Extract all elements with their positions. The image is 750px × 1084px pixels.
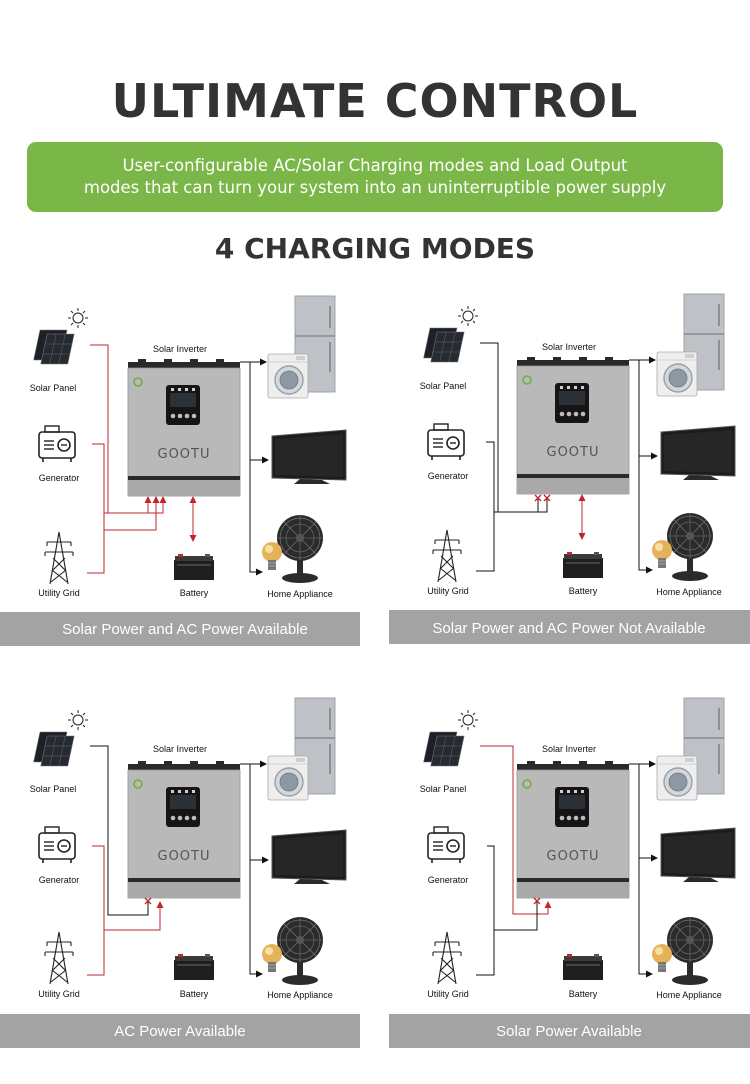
battery-label: Battery: [180, 588, 209, 598]
utility-grid-label: Utility Grid: [427, 989, 469, 999]
television-icon: [271, 829, 347, 885]
washing-machine-icon: [267, 353, 309, 399]
mode-panel-4: Solar Panel Generator Utility Grid Solar…: [389, 697, 750, 1048]
solar-panel-icon: [32, 709, 89, 767]
mode-caption: AC Power Available: [114, 1023, 245, 1040]
battery-icon: [563, 552, 603, 578]
banner-line-2: modes that can turn your system into an …: [83, 178, 667, 197]
inverter-label: Solar Inverter: [153, 344, 207, 354]
inverter-label: Solar Inverter: [153, 744, 207, 754]
television-icon: [271, 429, 347, 485]
solar-panel-label: Solar Panel: [420, 784, 467, 794]
washing-machine-icon: [656, 755, 698, 801]
solar-panel-label: Solar Panel: [30, 383, 77, 393]
mode-panel-2: Solar Panel Generator Utility Grid Solar…: [389, 293, 750, 644]
utility-grid-icon: [44, 931, 74, 985]
mode-caption: Solar Power and AC Power Not Available: [432, 620, 705, 637]
mode-caption-bar: [389, 610, 750, 644]
fan-lamp-icon: [261, 916, 324, 986]
mode-caption-bar: [0, 1014, 360, 1048]
brand-logo: GOOTU: [547, 445, 600, 460]
home-appliance-label: Home Appliance: [656, 990, 722, 1000]
banner-line-1: User-configurable AC/Solar Charging mode…: [122, 156, 628, 175]
inverter-label: Solar Inverter: [542, 342, 596, 352]
solar-panel-label: Solar Panel: [30, 784, 77, 794]
inverter-icon: [127, 358, 241, 497]
brand-logo: GOOTU: [158, 447, 211, 462]
battery-icon: [563, 954, 603, 980]
washing-machine-icon: [267, 755, 309, 801]
solar-panel-icon: [32, 307, 89, 365]
generator-label: Generator: [428, 875, 469, 885]
mode-caption: Solar Power Available: [496, 1023, 642, 1040]
generator-label: Generator: [39, 875, 80, 885]
home-appliance-label: Home Appliance: [267, 990, 333, 1000]
page-title: ULTIMATE CONTROL: [111, 74, 639, 128]
battery-label: Battery: [180, 989, 209, 999]
generator-label: Generator: [428, 471, 469, 481]
battery-icon: [174, 954, 214, 980]
inverter-icon: [127, 760, 241, 899]
mode-caption-bar: [0, 612, 360, 646]
mode-caption-bar: [389, 1014, 750, 1048]
utility-grid-icon: [432, 931, 462, 985]
feature-banner: User-configurable AC/Solar Charging mode…: [27, 142, 723, 212]
utility-grid-label: Utility Grid: [427, 586, 469, 596]
home-appliance-label: Home Appliance: [267, 589, 333, 599]
brand-logo: GOOTU: [547, 849, 600, 864]
inverter-icon: [516, 760, 630, 899]
solar-panel-label: Solar Panel: [420, 381, 467, 391]
washing-machine-icon: [656, 351, 698, 397]
utility-grid-label: Utility Grid: [38, 588, 80, 598]
generator-icon: [427, 423, 465, 461]
generator-icon: [427, 826, 465, 864]
fan-lamp-icon: [651, 512, 714, 582]
solar-panel-icon: [422, 305, 479, 363]
inverter-label: Solar Inverter: [542, 744, 596, 754]
generator-icon: [38, 425, 76, 463]
fan-lamp-icon: [651, 916, 714, 986]
solar-panel-icon: [422, 709, 479, 767]
section-subtitle: 4 CHARGING MODES: [214, 232, 536, 265]
mode-caption: Solar Power and AC Power Available: [62, 621, 308, 638]
home-appliance-label: Home Appliance: [656, 587, 722, 597]
battery-icon: [174, 554, 214, 580]
television-icon: [660, 827, 736, 883]
utility-grid-icon: [44, 531, 74, 585]
battery-label: Battery: [569, 586, 598, 596]
generator-icon: [38, 826, 76, 864]
generator-label: Generator: [39, 473, 80, 483]
inverter-icon: [516, 356, 630, 495]
utility-grid-label: Utility Grid: [38, 989, 80, 999]
mode-panel-3: Solar Panel Generator Utility Grid Solar…: [0, 697, 360, 1048]
battery-label: Battery: [569, 989, 598, 999]
utility-grid-icon: [432, 529, 462, 583]
brand-logo: GOOTU: [158, 849, 211, 864]
television-icon: [660, 425, 736, 481]
mode-panel-1: Solar Panel Generator Utility Grid Solar…: [0, 295, 360, 646]
fan-lamp-icon: [261, 514, 324, 584]
